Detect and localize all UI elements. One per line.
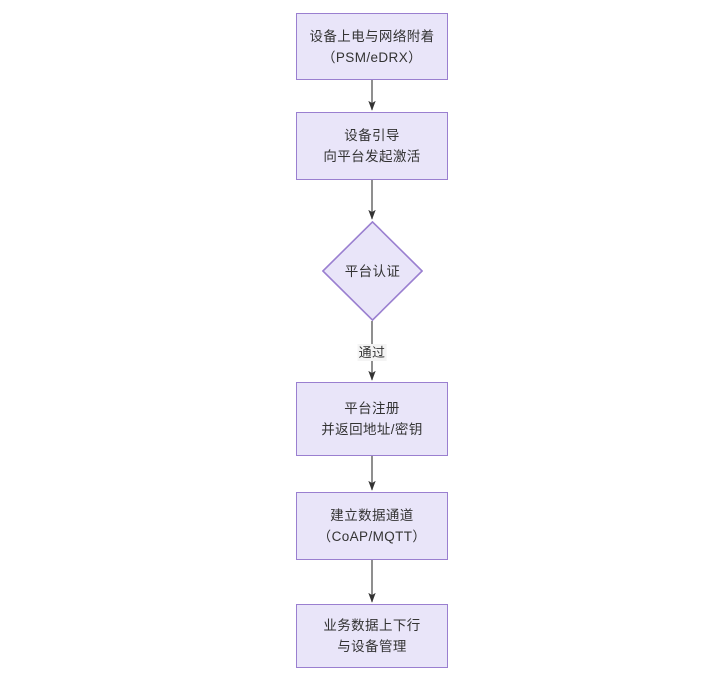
node-label-line: 设备上电与网络附着 [309, 28, 435, 44]
node-label-line: 并返回地址/密钥 [321, 422, 423, 437]
node-label-line: （PSM/eDRX） [321, 49, 423, 65]
node-label-line: 与设备管理 [337, 639, 407, 654]
node-label-line: 向平台发起激活 [323, 149, 421, 164]
diamond-shape [322, 221, 423, 321]
node-label-line: 建立数据通道 [330, 508, 414, 523]
node-label-line: （CoAP/MQTT） [317, 529, 427, 544]
node-label-line: 平台注册 [344, 401, 400, 416]
node-device-power-on[interactable]: 设备上电与网络附着 （PSM/eDRX） [296, 13, 448, 80]
node-business-data-and-device-management[interactable]: 业务数据上下行 与设备管理 [296, 604, 448, 668]
node-platform-register[interactable]: 平台注册 并返回地址/密钥 [296, 382, 448, 456]
edge-label-pass: 通过 [357, 344, 387, 361]
node-device-bootstrap[interactable]: 设备引导 向平台发起激活 [296, 112, 448, 180]
node-platform-auth-decision[interactable]: 平台认证 [322, 221, 423, 321]
node-label-line: 平台认证 [344, 263, 401, 279]
node-establish-data-channel[interactable]: 建立数据通道 （CoAP/MQTT） [296, 492, 448, 560]
node-label-line: 设备引导 [344, 128, 400, 143]
node-label-line: 业务数据上下行 [323, 618, 421, 633]
